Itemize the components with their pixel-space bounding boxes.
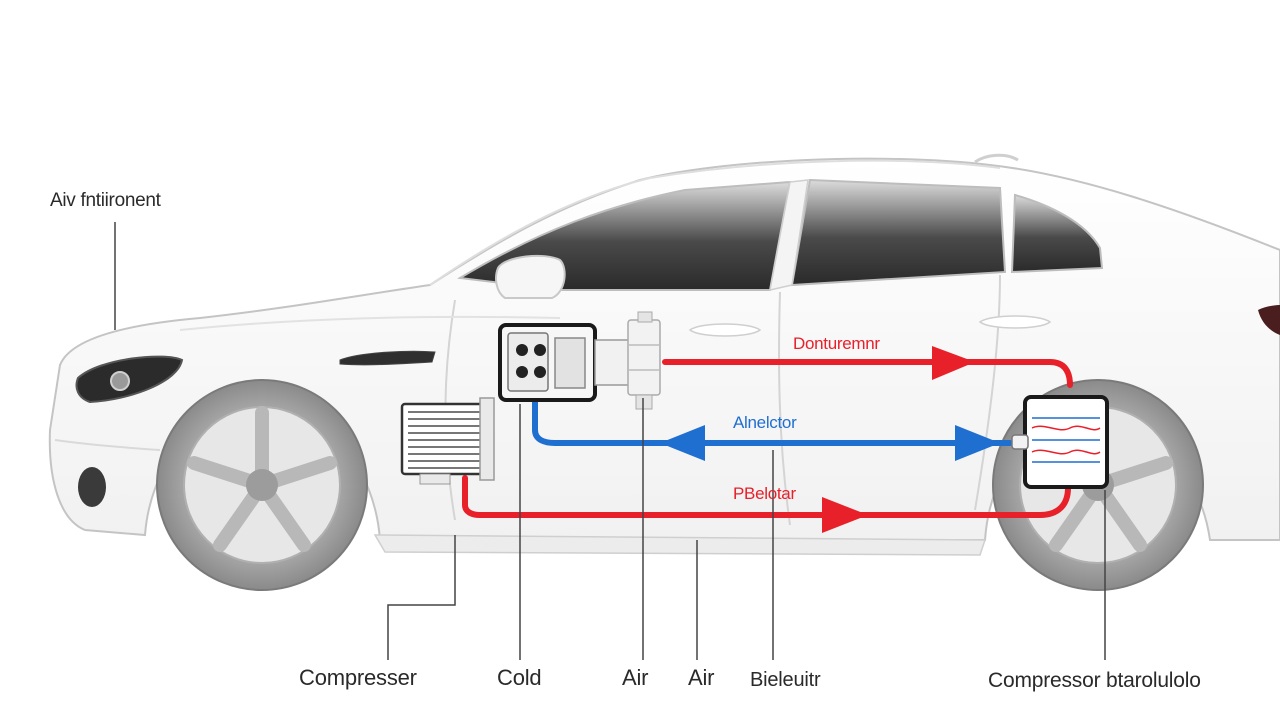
flow-arrows (660, 346, 1000, 533)
leader-compresser (387, 535, 456, 660)
compressor-unit-icon (498, 323, 631, 402)
quarter-window (1010, 193, 1104, 274)
arrow-bottom-right (822, 497, 868, 533)
label-compressor-right: Compressor btarolulolo (988, 669, 1201, 692)
side-mirror (495, 254, 566, 299)
label-compresser: Compresser (299, 665, 417, 690)
label-air-2: Air (688, 665, 715, 690)
expansion-valve-icon (627, 311, 661, 410)
rocker-panel (373, 534, 987, 556)
label-flow-middle: Alnelctor (733, 413, 797, 432)
front-bumper-line (54, 439, 161, 451)
rear-door-line (974, 274, 1001, 511)
front-vent (339, 350, 436, 366)
middle-door-line (778, 291, 791, 526)
rear-side-window (790, 178, 1007, 287)
hot-line-top (662, 359, 1073, 388)
label-air-environment: Aiv fntiironent (50, 190, 161, 211)
fog-light (78, 467, 106, 507)
roof-line (429, 159, 1001, 286)
front-door-line (444, 299, 456, 521)
headlight-lens (110, 371, 130, 391)
rear-lip (974, 153, 1019, 164)
label-bieleuitr: Bieleuitr (750, 669, 821, 691)
condenser-grille-icon (400, 397, 495, 485)
front-door-handle (688, 323, 762, 337)
arrow-middle-left (660, 425, 705, 461)
rear-door-handle (978, 315, 1052, 329)
arrow-top-right (932, 346, 975, 380)
leader-lines (114, 222, 1106, 660)
front-wheel (156, 379, 368, 591)
character-line (179, 315, 561, 331)
label-flow-bottom: PBelotar (733, 484, 796, 503)
label-air-1: Air (622, 665, 649, 690)
label-flow-top: Donturemnr (793, 334, 880, 353)
label-cold: Cold (497, 665, 542, 690)
cold-line-middle (532, 397, 1013, 446)
evaporator-box-icon (1011, 395, 1109, 489)
tail-light (1258, 305, 1280, 335)
refrigerant-lines (462, 359, 1073, 518)
hot-line-bottom (462, 475, 1071, 518)
b-pillar (769, 179, 809, 291)
arrow-middle-right (955, 425, 1000, 461)
